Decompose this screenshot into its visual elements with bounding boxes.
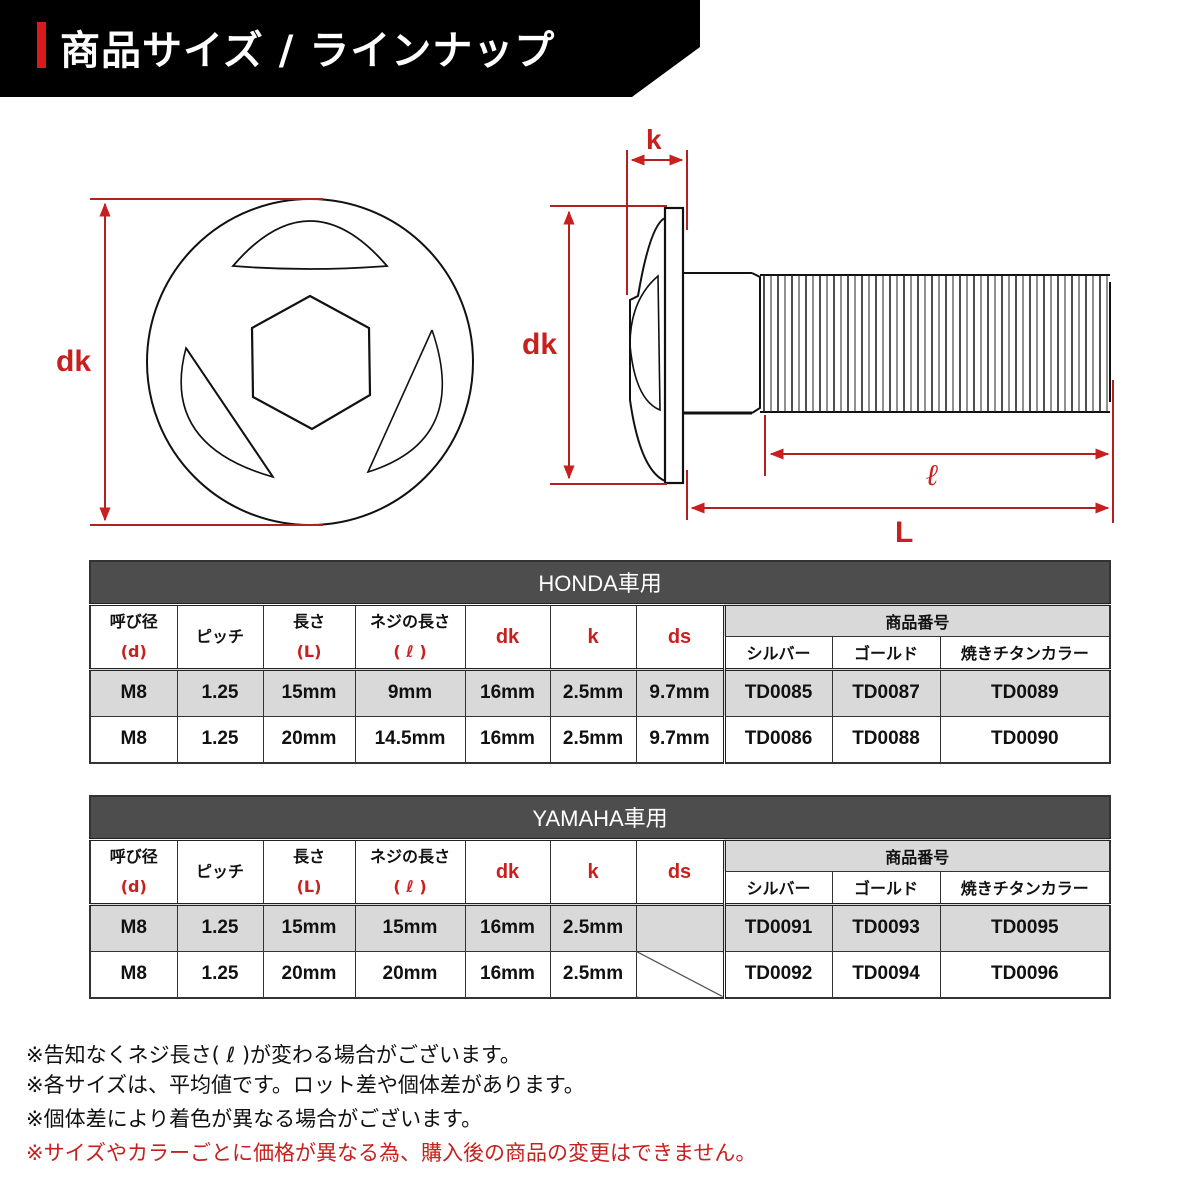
col-pitch: ピッチ	[176, 603, 264, 670]
thread-pattern	[763, 275, 1108, 412]
ds-not-applicable-cell	[635, 950, 725, 999]
note-thread-length: ※告知なくネジ長さ( ℓ )が変わる場合がございます。	[26, 1043, 521, 1067]
col-nominal-diameter: 呼び径 (d)	[89, 603, 178, 670]
yamaha-table-title: YAMAHA車用	[89, 795, 1111, 841]
col-silver: シルバー	[722, 635, 833, 670]
col-gold: ゴールド	[831, 870, 941, 905]
honda-table-title: HONDA車用	[89, 560, 1111, 606]
col-silver: シルバー	[722, 870, 833, 905]
col-length: 長さ (L)	[262, 603, 356, 670]
col-dk: dk	[464, 838, 551, 905]
banner-background	[0, 0, 700, 97]
col-k: k	[549, 838, 637, 905]
bolt-drawing	[90, 150, 1114, 526]
side-dk-label: dk	[522, 328, 558, 361]
honda-spec-table: HONDA車用 呼び径 (d) ピッチ 長さ (L) ネジの長さ ( ℓ ) d…	[89, 560, 1112, 764]
page-title: 商品サイズ / ラインナップ	[60, 28, 556, 74]
side-k-label: k	[646, 124, 662, 155]
banner-accent-bar	[37, 22, 46, 68]
table-row: M8 1.25 20mm 20mm 16mm 2.5mm TD0092 TD00…	[89, 950, 1111, 999]
ds-not-applicable-cell	[635, 902, 725, 952]
front-dk-label: dk	[56, 345, 92, 378]
table-row: M8 1.25 15mm 9mm 16mm 2.5mm 9.7mm TD0085…	[89, 667, 1111, 717]
col-thread-length: ネジの長さ ( ℓ )	[354, 838, 466, 905]
col-thread-length: ネジの長さ ( ℓ )	[354, 603, 466, 670]
note-average-values: ※各サイズは、平均値です。ロット差や個体差があります。	[26, 1073, 585, 1097]
col-dk: dk	[464, 603, 551, 670]
col-burnt-titanium: 焼きチタンカラー	[939, 870, 1111, 905]
table-row: M8 1.25 20mm 14.5mm 16mm 2.5mm 9.7mm TD0…	[89, 715, 1111, 764]
col-ds: ds	[635, 603, 725, 670]
thread-length-label: ℓ	[926, 458, 939, 493]
side-view	[629, 206, 1111, 485]
col-k: k	[549, 603, 637, 670]
header-banner: 商品サイズ / ラインナップ	[0, 0, 700, 97]
table-row: M8 1.25 15mm 15mm 16mm 2.5mm TD0091 TD00…	[89, 902, 1111, 952]
col-pitch: ピッチ	[176, 838, 264, 905]
col-ds: ds	[635, 838, 725, 905]
col-product-number: 商品番号	[722, 603, 1111, 637]
col-nominal-diameter: 呼び径 (d)	[89, 838, 178, 905]
col-product-number: 商品番号	[722, 838, 1111, 872]
note-color-variation: ※個体差により着色が異なる場合がございます。	[26, 1107, 483, 1131]
yamaha-spec-table: YAMAHA車用 呼び径 (d) ピッチ 長さ (L) ネジの長さ ( ℓ ) …	[89, 795, 1112, 999]
col-gold: ゴールド	[831, 635, 941, 670]
col-length: 長さ (L)	[262, 838, 356, 905]
notes-section: ※告知なくネジ長さ( ℓ )が変わる場合がございます。 ※各サイズは、平均値です…	[26, 1040, 756, 1168]
front-view	[146, 198, 474, 526]
bolt-dimension-diagram: dk k dk ℓ L	[0, 110, 1200, 560]
col-burnt-titanium: 焼きチタンカラー	[939, 635, 1111, 670]
total-length-label: L	[895, 516, 914, 549]
note-no-exchange-warning: ※サイズやカラーごとに価格が異なる為、購入後の商品の変更はできません。	[26, 1141, 757, 1165]
